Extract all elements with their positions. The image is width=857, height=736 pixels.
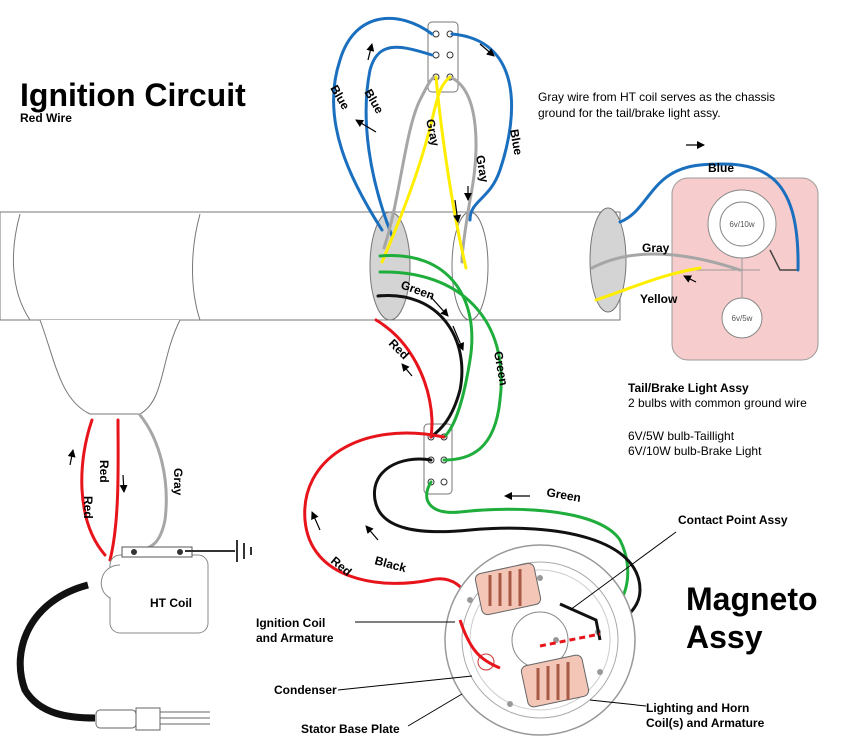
lighting-coil-label-1: Lighting and Horn — [646, 701, 749, 715]
gray-wire-note-line1: Gray wire from HT coil serves as the cha… — [538, 90, 775, 104]
wire-label-blue-1: Blue — [327, 83, 352, 113]
wire-label-gray-1: Gray — [423, 118, 442, 148]
wire-label-red-1: Red — [386, 336, 412, 362]
taillight-title: Tail/Brake Light Assy — [628, 381, 749, 395]
ignition-coil-label-2: and Armature — [256, 631, 334, 645]
gray-wire-tail — [590, 252, 742, 272]
blue-wire-outer — [332, 16, 434, 232]
gray-wire-note-line2: ground for the tail/brake light assy. — [538, 106, 721, 120]
magneto-title-line2: Assy — [686, 619, 763, 655]
bulb-large-label: 6v/10w — [729, 220, 755, 229]
yellow-wire-upper — [380, 75, 452, 264]
bulb-small-label: 6v/5w — [732, 314, 753, 323]
magneto-title-line1: Magneto — [686, 581, 818, 617]
yellow-wire-tail — [594, 266, 702, 302]
ht-coil-label: HT Coil — [150, 596, 192, 610]
blue-wire-tail — [618, 162, 800, 272]
taillight-assembly: 6v/10w 6v/5w — [671, 177, 819, 361]
page-subtitle: Red Wire — [20, 111, 72, 125]
wire-label-gray-tail: Gray — [642, 241, 670, 255]
frame-tube — [0, 207, 627, 415]
green-wire-a — [378, 254, 474, 439]
contact-point-label: Contact Point Assy — [678, 513, 788, 527]
wire-label-blue-tail: Blue — [708, 161, 734, 175]
magneto-stator — [444, 544, 636, 736]
yellow-wire-right — [434, 75, 468, 270]
leader-lines — [337, 531, 677, 727]
blue-wire-inner — [364, 45, 434, 238]
spark-plug-lead — [16, 581, 210, 731]
lighting-coil-label-2: Coil(s) and Armature — [646, 716, 765, 730]
wire-label-green-2: Green — [491, 350, 511, 387]
wire-label-black: Black — [373, 553, 408, 575]
blue-wire-right — [450, 32, 514, 222]
red-wire-coil-b — [108, 418, 120, 562]
ignition-coil-label-1: Ignition Coil — [256, 616, 325, 630]
upper-connector-block — [427, 21, 459, 93]
black-wire-lower — [373, 457, 642, 647]
taillight-desc-3: 6V/5W bulb-Taillight — [628, 429, 735, 443]
red-wire-upper — [374, 318, 434, 439]
red-wire-coil-a — [80, 418, 107, 557]
taillight-desc-1: 2 bulbs with common ground wire — [628, 396, 807, 410]
flow-arrows — [67, 43, 705, 541]
page-title: Ignition Circuit — [20, 77, 246, 113]
ht-coil: HT Coil — [100, 540, 252, 634]
condenser-label: Condenser — [274, 683, 337, 697]
wire-label-gray-coil: Gray — [171, 468, 185, 496]
gray-wire-upper — [382, 75, 438, 250]
wire-label-yellow: Yellow — [640, 292, 678, 306]
wire-label-red-coil-1: Red — [97, 460, 111, 483]
taillight-desc-4: 6V/10W bulb-Brake Light — [628, 444, 762, 458]
wire-label-red-coil-2: Red — [81, 496, 95, 519]
stator-label: Stator Base Plate — [301, 722, 400, 736]
wire-label-gray-2: Gray — [473, 154, 492, 184]
lower-connector-block — [423, 423, 453, 495]
black-wire-upper — [376, 294, 464, 439]
green-wire-b — [378, 270, 503, 462]
wire-label-green-3: Green — [545, 485, 582, 505]
gray-wire-right — [448, 75, 478, 264]
gray-wire-coil — [138, 413, 168, 552]
wire-label-blue-3: Blue — [507, 128, 525, 156]
